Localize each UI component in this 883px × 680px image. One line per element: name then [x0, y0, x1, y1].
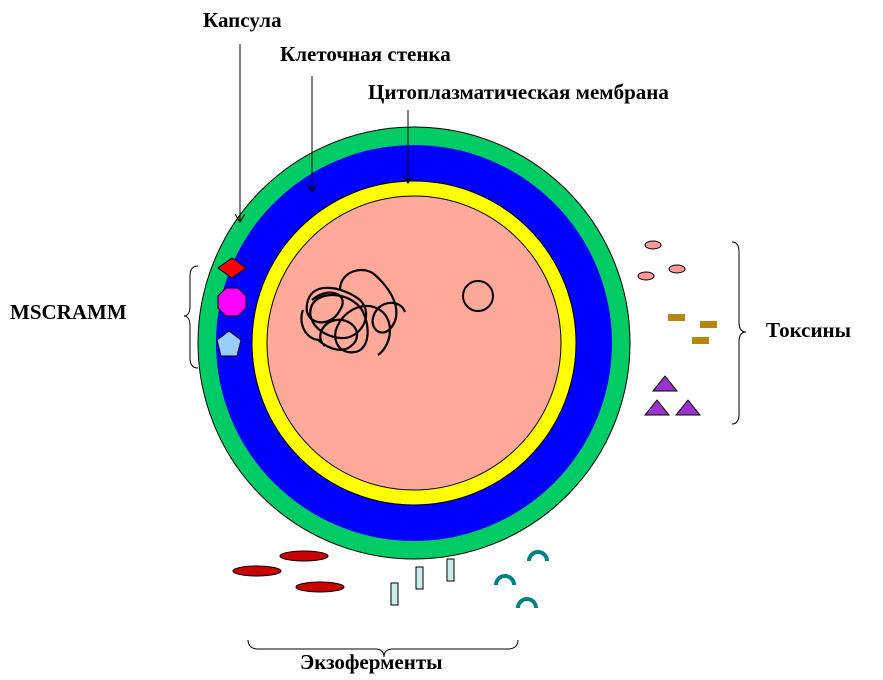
toxins-label: Токсины	[766, 320, 851, 341]
enzyme-oval	[296, 582, 344, 592]
enzyme-ovals	[233, 551, 344, 592]
cytoplasm	[267, 196, 561, 490]
capsule-label: Капсула	[203, 10, 282, 31]
toxin-rect	[668, 314, 685, 321]
enzyme-oval	[233, 566, 281, 576]
toxin-rect	[692, 337, 709, 344]
enzyme-rect	[391, 583, 398, 605]
toxin-rect	[700, 321, 717, 328]
toxin-triangles	[645, 376, 700, 415]
toxin-triangle	[653, 376, 677, 391]
toxin-oval	[638, 272, 654, 280]
cytoplasmic-membrane-label: Цитоплазматическая мембрана	[368, 82, 669, 103]
enzyme-oval	[280, 551, 328, 561]
enzyme-arcs	[496, 552, 547, 608]
enzyme-rects	[391, 559, 454, 605]
toxin-oval	[669, 265, 685, 273]
toxin-triangle	[645, 400, 669, 415]
mscramm-label: MSCRAMM	[10, 302, 127, 323]
toxin-rects	[668, 314, 717, 344]
enzyme-rect	[416, 567, 423, 589]
enzyme-arc	[496, 576, 514, 585]
enzyme-arc	[518, 599, 536, 608]
toxin-ovals	[638, 241, 685, 280]
mscramm-brace	[184, 266, 198, 368]
toxins-brace	[732, 242, 746, 424]
exoenzymes-label: Экзоферменты	[300, 652, 443, 673]
cell-wall-label: Клеточная стенка	[280, 44, 451, 65]
toxin-triangle	[676, 400, 700, 415]
mscramm-octagon	[218, 288, 246, 316]
enzyme-rect	[447, 559, 454, 581]
enzyme-arc	[529, 552, 547, 561]
toxin-oval	[645, 241, 661, 249]
